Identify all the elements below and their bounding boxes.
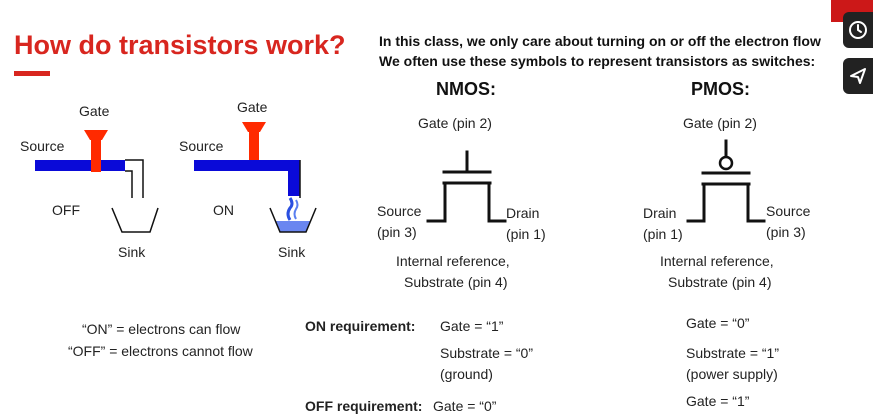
clock-button[interactable]: [843, 12, 873, 48]
legend-off: “OFF” = electrons cannot flow: [68, 343, 253, 359]
clock-icon: [849, 21, 867, 39]
on-nmos-substrate-note: (ground): [440, 366, 493, 382]
nmos-ref-line1: Internal reference,: [396, 253, 510, 269]
nmos-gate-label: Gate (pin 2): [418, 115, 492, 131]
pmos-ref-line1: Internal reference,: [660, 253, 774, 269]
pmos-ref-line2: Substrate (pin 4): [668, 274, 772, 290]
intro-line-1: In this class, we only care about turnin…: [379, 33, 821, 49]
page-title: How do transistors work?: [14, 30, 346, 60]
pmos-source-label: Source: [766, 203, 811, 219]
nmos-ref-line2: Substrate (pin 4): [404, 274, 508, 290]
on-nmos-gate: Gate = “1”: [440, 318, 504, 334]
pmos-substrate-note: (power supply): [686, 366, 778, 382]
send-icon: [850, 68, 866, 84]
on-source-label: Source: [179, 138, 224, 154]
off-nmos-gate: Gate = “0”: [433, 398, 497, 414]
on-state-label: ON: [213, 202, 234, 218]
title-underline: [14, 71, 50, 76]
nmos-drain-pin: (pin 1): [506, 226, 546, 242]
pmos-substrate: Substrate = “1”: [686, 345, 779, 361]
off-requirement-label: OFF requirement:: [305, 398, 423, 414]
legend-on: “ON” = electrons can flow: [82, 321, 241, 337]
on-nmos-substrate: Substrate = “0”: [440, 345, 533, 361]
send-button[interactable]: [843, 58, 873, 94]
nmos-drain-label: Drain: [506, 205, 540, 221]
nmos-source-pin: (pin 3): [377, 224, 417, 240]
intro-line-2: We often use these symbols to represent …: [379, 53, 816, 69]
off-gate-label: Gate: [79, 103, 110, 119]
pmos-header: PMOS:: [691, 79, 751, 99]
off-sink-label: Sink: [118, 244, 146, 260]
on-sink-label: Sink: [278, 244, 306, 260]
pmos-gate-off: Gate = “1”: [686, 393, 750, 409]
off-state-label: OFF: [52, 202, 80, 218]
on-gate-label: Gate: [237, 99, 268, 115]
off-source-label: Source: [20, 138, 65, 154]
pmos-drain-label: Drain: [643, 205, 677, 221]
pmos-gate-on: Gate = “0”: [686, 315, 750, 331]
pmos-drain-pin: (pin 1): [643, 226, 683, 242]
nmos-header: NMOS:: [436, 79, 496, 99]
on-requirement-label: ON requirement:: [305, 318, 416, 334]
pmos-gate-label: Gate (pin 2): [683, 115, 757, 131]
nmos-source-label: Source: [377, 203, 422, 219]
pmos-source-pin: (pin 3): [766, 224, 806, 240]
